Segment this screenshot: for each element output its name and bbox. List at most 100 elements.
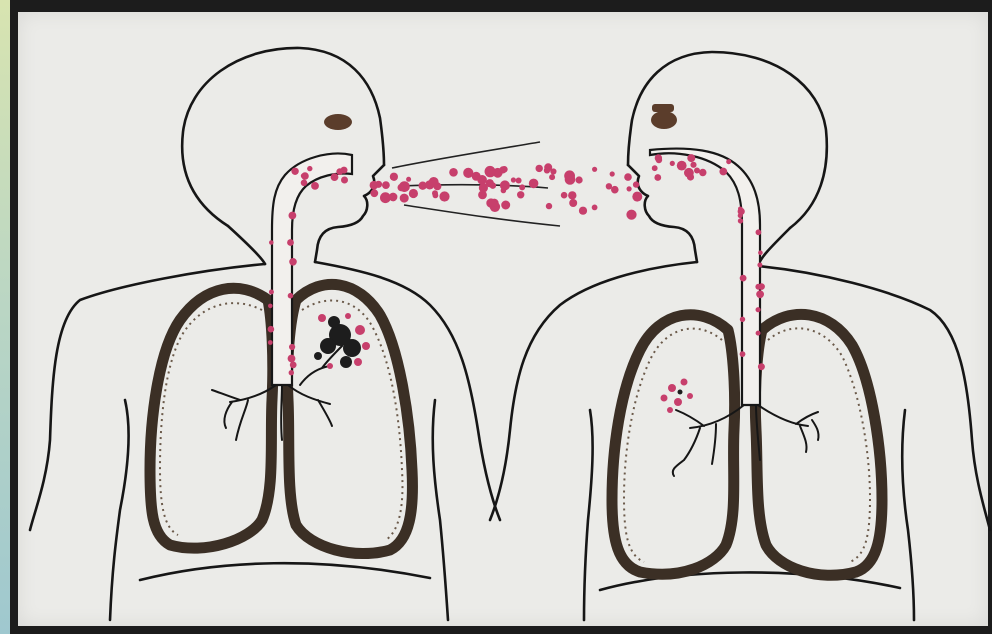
nasal-droplet-right (677, 161, 687, 171)
left-figure-right-lung (150, 288, 273, 548)
airway-droplet-left (289, 344, 295, 350)
airborne-droplet (550, 168, 556, 174)
airway-droplet-right (738, 218, 743, 223)
right-figure-eye (651, 111, 677, 129)
airborne-droplet (634, 195, 640, 201)
right-figure-right-lung (612, 315, 735, 574)
airborne-droplet (370, 189, 378, 197)
nasal-droplet-left (301, 173, 306, 178)
right-figure-left-lung (755, 314, 882, 575)
nasal-droplet-right (690, 162, 696, 168)
airway-droplet-right (740, 275, 747, 282)
airborne-droplet (606, 183, 612, 189)
airborne-droplet (561, 192, 568, 199)
nasal-droplet-left (311, 182, 319, 190)
airborne-droplet (391, 175, 397, 181)
left-torso-left (110, 400, 129, 620)
spray-upper-line (392, 142, 540, 168)
airborne-droplet (433, 193, 439, 199)
airborne-droplet (501, 201, 510, 210)
nasal-droplet-right (694, 168, 700, 174)
airborne-droplet (592, 167, 597, 172)
airway-droplet-right (757, 263, 762, 268)
airway-droplet-right (756, 331, 761, 336)
airborne-droplet (400, 194, 409, 203)
right-neck-back (758, 228, 790, 266)
airborne-droplet (439, 191, 449, 201)
airway-droplet-right (738, 208, 745, 215)
airborne-droplet (568, 191, 576, 199)
airway-droplet-left (269, 240, 274, 245)
right-torso-right (902, 410, 914, 620)
airborne-droplet (633, 181, 639, 187)
airborne-droplet (406, 177, 411, 182)
airborne-droplet (370, 181, 379, 190)
airborne-droplet (611, 186, 619, 194)
right-bronchial-tree (673, 405, 819, 476)
right-torso-left (584, 410, 593, 620)
airway-droplet-left (289, 212, 297, 220)
nasal-droplet-left (291, 168, 298, 175)
airway-droplet-right (755, 284, 761, 290)
airway-droplet-left (289, 370, 294, 375)
airborne-droplet (546, 203, 552, 209)
airway-droplet-left (268, 340, 273, 345)
nasal-droplet-right (726, 159, 731, 164)
airway-droplet-right (756, 307, 761, 312)
airborne-droplet (472, 172, 481, 181)
left-waist-line (140, 563, 430, 580)
airborne-droplet (380, 192, 391, 203)
airborne-droplet (449, 168, 458, 177)
airway-droplet-right (758, 250, 763, 255)
nasal-droplet-right (652, 165, 658, 171)
airway-droplet-left (268, 304, 273, 309)
airborne-droplet (529, 179, 539, 189)
right-shoulders (490, 262, 697, 520)
left-figure (30, 48, 500, 620)
airway-droplet-right (758, 363, 765, 370)
airway-droplet-right (740, 351, 746, 357)
airborne-droplet (519, 184, 525, 190)
airborne-droplet (549, 174, 555, 180)
airway-droplet-left (287, 239, 294, 246)
nasal-droplet-left (331, 173, 339, 181)
airborne-droplet (627, 186, 632, 191)
airborne-droplet (516, 178, 522, 184)
airborne-droplet (409, 189, 418, 198)
airborne-droplet (579, 207, 587, 215)
left-face-profile (315, 165, 384, 262)
right-face-profile (628, 165, 697, 262)
airborne-droplet (500, 180, 510, 190)
airborne-droplet (544, 167, 550, 173)
airborne-droplet (569, 199, 577, 207)
right-lung-lesion (661, 379, 694, 414)
left-figure-eye (324, 114, 352, 130)
nasal-droplet-right (719, 168, 727, 176)
airborne-droplet (565, 174, 576, 185)
airway-droplet-left (269, 290, 274, 295)
airborne-droplet (486, 198, 495, 207)
left-torso-right (433, 400, 448, 620)
airway-droplet-left (290, 362, 297, 369)
nasal-droplet-right (687, 154, 695, 162)
airborne-droplet (624, 173, 632, 181)
left-figure-left-lung (287, 284, 412, 553)
airborne-droplet (429, 177, 439, 187)
nasal-droplet-left (301, 180, 308, 187)
nasal-droplet-right (699, 169, 706, 176)
airborne-droplet (610, 171, 615, 176)
airborne-droplet (517, 191, 524, 198)
airborne-droplet (479, 183, 488, 192)
left-lung-lesion (314, 313, 370, 369)
airborne-droplet (592, 205, 598, 211)
airway-droplet-right (756, 290, 764, 298)
airway-droplet-left (288, 355, 296, 363)
nasal-droplet-right (656, 157, 663, 164)
airborne-droplet (626, 210, 636, 220)
airborne-droplet (382, 181, 390, 189)
airway-droplet-left (289, 258, 297, 266)
airborne-droplet (398, 184, 405, 191)
airborne-droplet (536, 165, 543, 172)
